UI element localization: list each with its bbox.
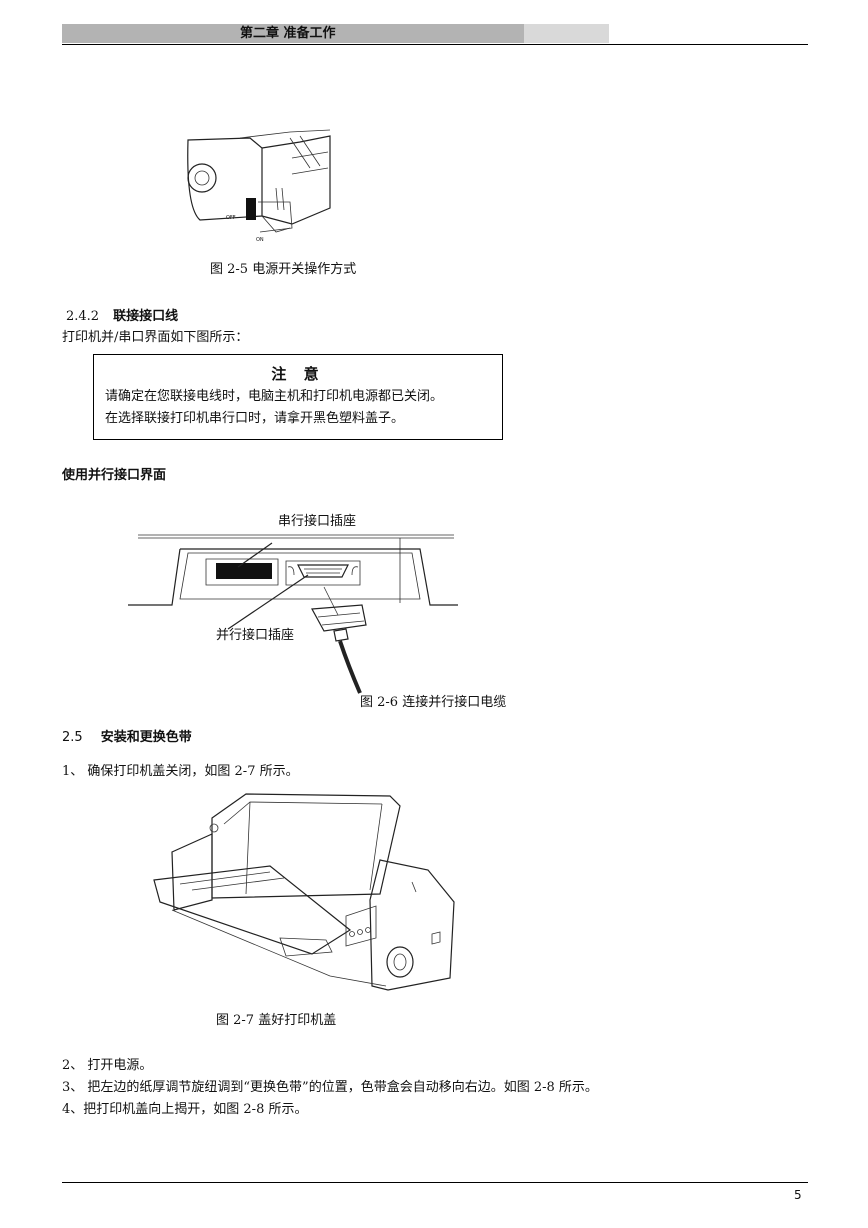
- note-line-1: 请确定在您联接电线时，电脑主机和打印机电源都已关闭。: [105, 389, 444, 404]
- section-title: 联接接口线: [113, 309, 179, 324]
- section-title: 安装和更换色带: [100, 730, 192, 745]
- footer-rule: [62, 1182, 808, 1183]
- page-number: 5: [794, 1188, 802, 1202]
- chapter-title: 第二章 准备工作: [240, 26, 336, 41]
- step-2: 2、 打开电源。: [62, 1058, 153, 1073]
- section-2-5-heading: 2.5 安装和更换色带: [62, 729, 192, 747]
- header-bar-accent: [524, 24, 609, 43]
- figure-2-7-caption: 图 2-7 盖好打印机盖: [216, 1013, 337, 1028]
- figure-2-6-caption: 图 2-6 连接并行接口电缆: [360, 695, 507, 710]
- note-box: 注 意 请确定在您联接电线时，电脑主机和打印机电源都已关闭。 在选择联接打印机串…: [93, 354, 503, 440]
- section-2-4-2-intro: 打印机并/串口界面如下图所示：: [62, 330, 249, 345]
- header-rule: [62, 44, 808, 45]
- figure-2-7-printer-illustration: [153, 793, 455, 991]
- label-off: OFF: [226, 215, 236, 221]
- section-number: 2.5: [62, 730, 83, 745]
- step-3: 3、 把左边的纸厚调节旋纽调到“更换色带”的位置，色带盒会自动移向右边。如图 2…: [62, 1080, 598, 1095]
- note-line-2: 在选择联接打印机串行口时，请拿开黑色塑料盖子。: [105, 411, 405, 426]
- figure-2-5-caption: 图 2-5 电源开关操作方式: [210, 262, 357, 277]
- section-2-4-2-heading: 2.4.2 联接接口线: [66, 308, 178, 326]
- note-title: 注 意: [271, 365, 325, 383]
- step-1: 1、 确保打印机盖关闭，如图 2-7 所示。: [62, 764, 299, 779]
- section-number: 2.4.2: [66, 309, 100, 324]
- header-bar: [62, 24, 524, 43]
- figure-2-6-interface-connectors-illustration: [128, 534, 458, 694]
- label-serial-port: 串行接口插座: [278, 514, 357, 529]
- label-parallel-port: 并行接口插座: [216, 628, 295, 643]
- label-on: ON: [256, 237, 264, 243]
- parallel-interface-heading: 使用并行接口界面: [62, 468, 167, 483]
- figure-2-5-power-switch-illustration: [187, 129, 331, 233]
- step-4: 4、把打印机盖向上揭开，如图 2-8 所示。: [62, 1102, 308, 1117]
